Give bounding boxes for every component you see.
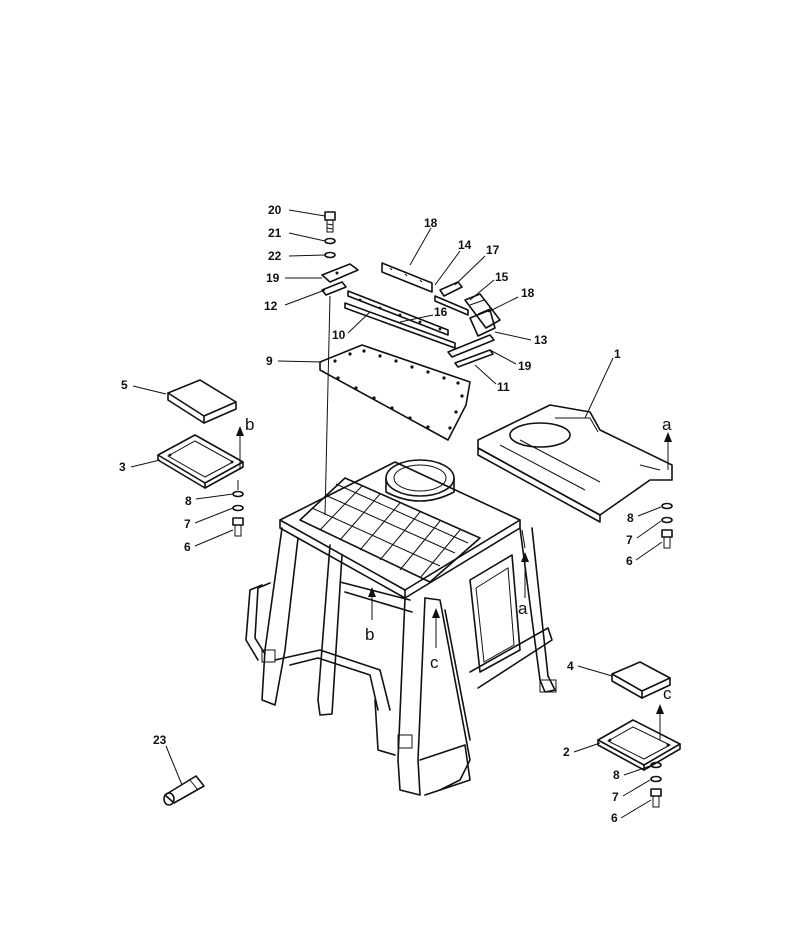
part-1-panel bbox=[477, 404, 673, 523]
callout-2: 2 bbox=[563, 745, 570, 759]
callout-4: 4 bbox=[567, 659, 574, 673]
callout-16: 16 bbox=[434, 305, 448, 319]
callout-11: 11 bbox=[497, 380, 510, 394]
callout-7b: 7 bbox=[626, 533, 633, 547]
callout-13: 13 bbox=[534, 333, 548, 347]
part-9-roof-cover bbox=[319, 344, 471, 441]
letter-a-top: a bbox=[662, 415, 672, 434]
callout-17: 17 bbox=[486, 243, 500, 257]
part-2-frame bbox=[597, 719, 681, 771]
part-4-pad bbox=[611, 661, 671, 699]
callout-1: 1 bbox=[614, 347, 621, 361]
part-23-tube bbox=[163, 775, 205, 806]
callout-18b: 18 bbox=[521, 286, 535, 300]
leader-lines bbox=[130, 209, 663, 819]
callout-15: 15 bbox=[495, 270, 509, 284]
callout-14: 14 bbox=[458, 238, 472, 252]
callout-20: 20 bbox=[268, 203, 282, 217]
hinge-and-bolt-stack bbox=[321, 211, 359, 516]
callout-6b: 6 bbox=[626, 554, 633, 568]
callout-12: 12 bbox=[264, 299, 278, 313]
cab-frame bbox=[245, 459, 557, 796]
callout-10: 10 bbox=[332, 328, 346, 342]
frame-arrows bbox=[368, 529, 529, 648]
callout-19b: 19 bbox=[518, 359, 532, 373]
callout-7: 7 bbox=[184, 517, 191, 531]
callout-21: 21 bbox=[268, 226, 282, 240]
callout-5: 5 bbox=[121, 378, 128, 392]
part-5-pad bbox=[167, 379, 237, 424]
callout-19: 19 bbox=[266, 271, 280, 285]
callout-6c: 6 bbox=[611, 811, 618, 825]
arrow-letters: a b c a b c bbox=[245, 415, 672, 703]
lower-right-fastener-stack bbox=[650, 704, 664, 808]
callout-8: 8 bbox=[185, 494, 192, 508]
callout-numbers: 20 21 22 19 12 18 14 17 15 18 16 10 13 1… bbox=[119, 203, 634, 825]
letter-c-top: c bbox=[663, 684, 672, 703]
callout-9: 9 bbox=[266, 354, 273, 368]
left-fastener-stack bbox=[232, 426, 244, 537]
letter-a-frame: a bbox=[518, 599, 528, 618]
callout-8c: 8 bbox=[613, 768, 620, 782]
letter-c-frame: c bbox=[430, 653, 439, 672]
seal-strips bbox=[344, 290, 496, 368]
callout-6: 6 bbox=[184, 540, 191, 554]
callout-3: 3 bbox=[119, 460, 126, 474]
letter-b-frame: b bbox=[365, 625, 374, 644]
right-fastener-stack bbox=[661, 432, 673, 549]
letter-b-top: b bbox=[245, 415, 254, 434]
part-3-frame bbox=[157, 434, 244, 489]
callout-7c: 7 bbox=[612, 790, 619, 804]
callout-18: 18 bbox=[424, 216, 438, 230]
callout-22: 22 bbox=[268, 249, 282, 263]
callout-23: 23 bbox=[153, 733, 167, 747]
callout-8b: 8 bbox=[627, 511, 634, 525]
